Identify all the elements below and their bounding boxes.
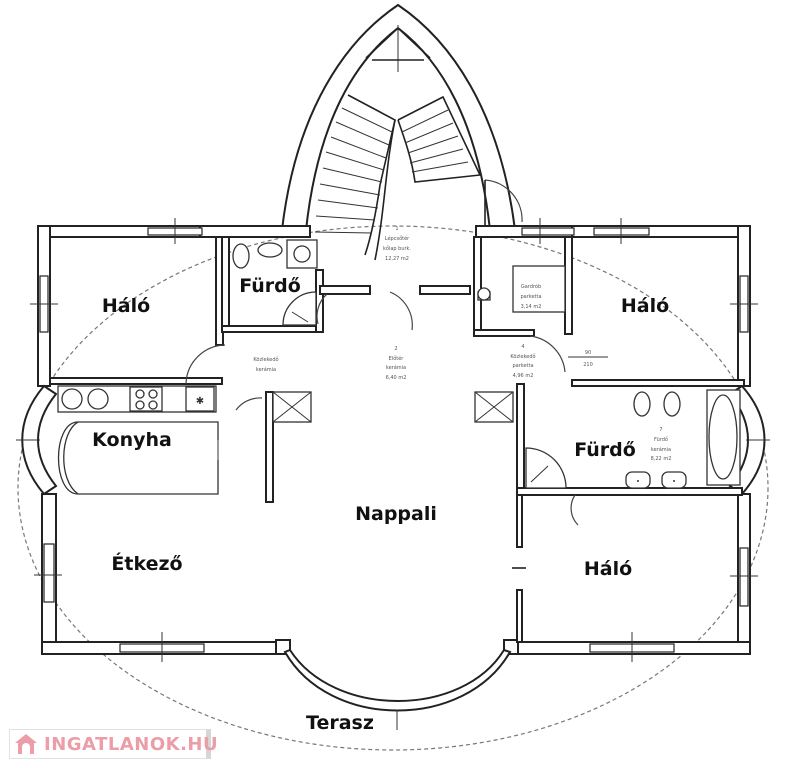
annotation-2-floor: kerámia <box>386 364 406 371</box>
annotation-7-floor: kerámia <box>651 446 671 453</box>
annotation-1-area: 12,27 m2 <box>385 256 409 262</box>
annotation-1-floor: kőlap burk. <box>383 246 411 252</box>
svg-text:✱: ✱ <box>196 396 204 407</box>
annotation-4-area: 4,96 m2 <box>513 373 534 379</box>
windows <box>30 218 758 662</box>
room-annotations: 1 Lépcsőtér kőlap burk. 12,27 m2 2 Előté… <box>253 226 671 462</box>
watermark-text: INGATLANOK.HU <box>44 733 219 755</box>
annotation-4-name: Közlekedő <box>510 354 535 360</box>
room-label-halo-top-left: Háló <box>102 295 150 317</box>
room-label-furdo-top: Fürdő <box>239 275 301 297</box>
bath-top-fixtures <box>232 239 318 326</box>
bay-walls <box>16 384 770 730</box>
bath-right-fixtures <box>477 287 741 489</box>
annotation-4-num: 4 <box>521 344 524 350</box>
watermark-logo: INGATLANOK.HU <box>9 729 218 759</box>
annotation-gardrob-name: Gardrób <box>521 283 541 290</box>
room-label-nappali: Nappali <box>355 503 437 525</box>
annotation-2-name: Előtér <box>389 355 405 362</box>
interior-walls <box>49 236 745 643</box>
room-label-furdo-right: Fürdő <box>574 439 636 461</box>
annotation-7-area: 8,22 m2 <box>651 456 672 462</box>
annotation-3-floor: kerámia <box>256 366 276 373</box>
annotation-7-num: 7 <box>659 427 662 433</box>
room-label-konyha: Konyha <box>92 429 172 451</box>
room-labels: Háló Fürdő Háló Konyha Fürdő Nappali Étk… <box>92 275 669 734</box>
annotation-gardrob-floor: parketta <box>520 294 541 300</box>
annotation-1-num: 1 <box>395 226 398 232</box>
annotation-3-name: Közlekedő <box>253 357 278 363</box>
terrace-boundary <box>17 225 769 751</box>
annotation-7-name: Fürdő <box>654 437 668 443</box>
annotation-4-floor: parketta <box>512 363 533 369</box>
kitchen-fixtures: ✱ <box>57 385 220 495</box>
stair-tower <box>280 3 523 261</box>
annotation-2-num: 2 <box>394 346 397 352</box>
annotation-2-area: 6,40 m2 <box>386 375 407 381</box>
door-height: 210 <box>583 362 593 368</box>
door-width: 90 <box>585 350 591 356</box>
room-label-etkezo: Étkező <box>111 552 182 575</box>
annotation-1-name: Lépcsőtér <box>385 235 410 242</box>
house-icon <box>14 733 38 755</box>
room-label-halo-top-right: Háló <box>621 295 669 317</box>
doors <box>185 291 579 526</box>
annotation-gardrob-area: 3,14 m2 <box>521 304 542 310</box>
room-label-halo-bottom-right: Háló <box>584 558 632 580</box>
room-label-terasz: Terasz <box>306 712 374 734</box>
